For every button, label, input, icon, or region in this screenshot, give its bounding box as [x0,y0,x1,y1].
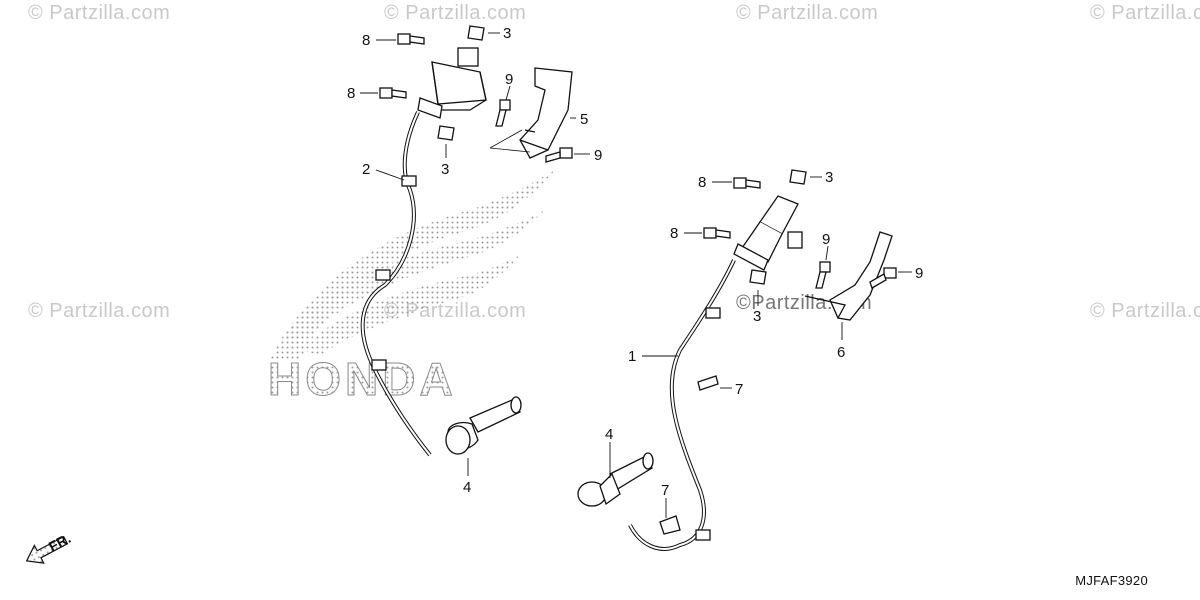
callout-4: 4 [605,426,613,443]
bracket-icon [519,67,573,159]
watermark: © Partzilla.com [384,2,527,24]
bolt-icon [703,227,731,239]
callout-9: 9 [505,71,513,88]
watermark: © Partzilla.com [1090,2,1200,24]
callout-8: 8 [362,32,370,49]
callout-9: 9 [594,147,602,164]
wire-clip-icon [375,269,391,281]
wire-clip-icon [401,175,417,187]
watermark: © Partzilla.com [1090,300,1200,322]
ignition-coil-icon [733,195,803,271]
callout-3: 3 [503,25,511,42]
bolt-icon [815,261,831,289]
callout-9: 9 [822,231,830,248]
callout-7: 7 [661,482,669,499]
ignition-coil-icon [417,47,487,119]
spark-plug-cap-icon [445,396,522,455]
bolt-icon [733,177,761,189]
bolt-icon [379,87,407,99]
watermark: © Partzilla.com [28,2,171,24]
bolt-icon [869,267,897,289]
bolt-icon [397,33,425,45]
nut-clip-icon [789,169,807,185]
wire-clip-icon [695,529,711,541]
callout-3: 3 [753,308,761,325]
callout-5: 5 [580,111,588,128]
bolt-icon [495,99,511,127]
honda-wing-logo: HONDA [268,170,555,406]
wire-clip-icon [697,375,719,391]
callout-8: 8 [670,225,678,242]
callout-3: 3 [441,161,449,178]
callout-9: 9 [915,265,923,282]
callout-1: 1 [628,348,636,365]
wire-clip-icon [705,307,721,319]
callout-3: 3 [825,169,833,186]
diagram-code: MJFAF3920 [1075,573,1148,588]
spark-plug-cap-icon [577,452,654,507]
callout-8: 8 [347,85,355,102]
callout-6: 6 [837,344,845,361]
nut-clip-icon [749,269,767,285]
nut-clip-icon [437,125,455,141]
callout-7: 7 [735,381,743,398]
direction-arrow-icon [25,535,69,564]
watermark: © Partzilla.com [736,2,879,24]
callout-2: 2 [362,161,370,178]
callout-4: 4 [463,479,471,496]
wire-clip-icon [659,515,681,535]
high-tension-cable-right [628,259,736,551]
callout-8: 8 [698,174,706,191]
bracket-icon [804,231,893,321]
watermark: © Partzilla.com [28,300,171,322]
nut-clip-icon [467,25,485,41]
wire-clip-icon [371,359,387,371]
bolt-icon [545,147,573,163]
brand-watermark-text: HONDA [268,353,457,405]
